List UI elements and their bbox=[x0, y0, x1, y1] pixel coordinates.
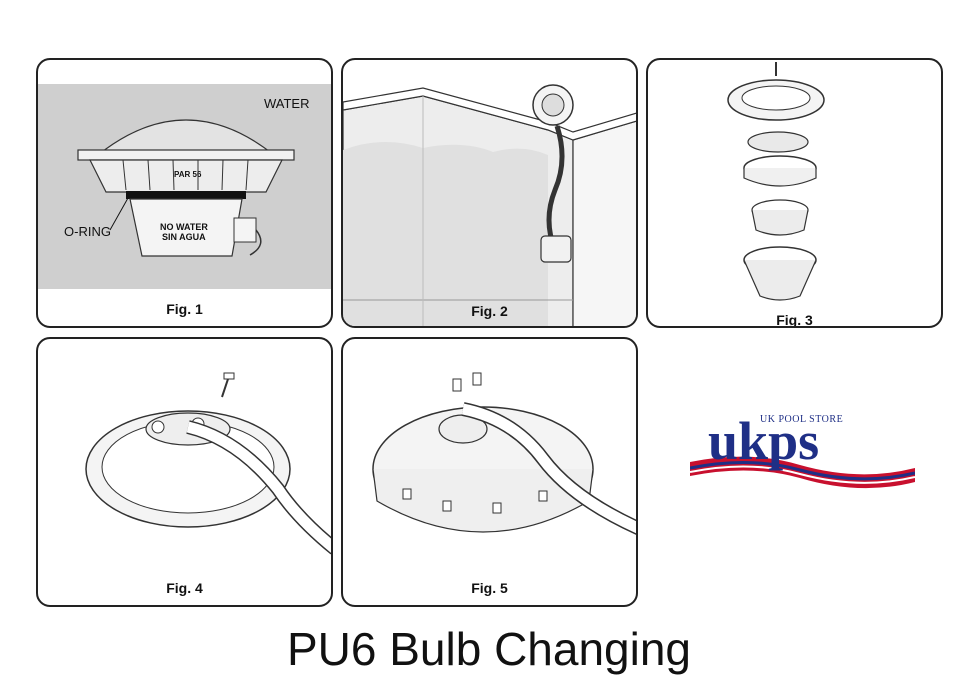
logo-big-text: ukps bbox=[708, 411, 820, 471]
figure-1-label: Fig. 1 bbox=[166, 301, 203, 317]
logo-small-text: UK POOL STORE bbox=[760, 414, 844, 425]
oring-callout: O-RING bbox=[64, 224, 111, 239]
figure-5-label: Fig. 5 bbox=[471, 580, 508, 596]
figure-4-label: Fig. 4 bbox=[166, 580, 203, 596]
figure-3-label: Fig. 3 bbox=[776, 312, 813, 328]
page-title: PU6 Bulb Changing bbox=[286, 623, 692, 675]
figure-2-illustration bbox=[343, 84, 636, 326]
figure-5-panel: Fig. 5 bbox=[341, 337, 638, 607]
figure-1-illustration bbox=[38, 84, 331, 289]
figure-1-panel: WATER O-RING PAR 56 NO WATER SIN AGUA Fi… bbox=[36, 58, 333, 328]
figure-2-label: Fig. 2 bbox=[471, 303, 508, 319]
ukps-logo-graphic bbox=[689, 456, 916, 489]
figure-3-illustration bbox=[727, 62, 825, 301]
water-callout: WATER bbox=[264, 96, 310, 111]
ukps-logo: UK POOL STORE ukps bbox=[689, 410, 916, 500]
figure-2-panel: Fig. 2 bbox=[341, 58, 638, 328]
figure-3-panel: Fig. 3 bbox=[646, 58, 943, 328]
no-water-callout: NO WATER bbox=[160, 222, 208, 232]
par-callout: PAR 56 bbox=[174, 170, 202, 179]
figure-4-panel: Fig. 4 bbox=[36, 337, 333, 607]
figure-4-illustration bbox=[85, 372, 331, 555]
figure-5-illustration bbox=[372, 372, 636, 535]
sin-agua-callout: SIN AGUA bbox=[162, 232, 206, 242]
